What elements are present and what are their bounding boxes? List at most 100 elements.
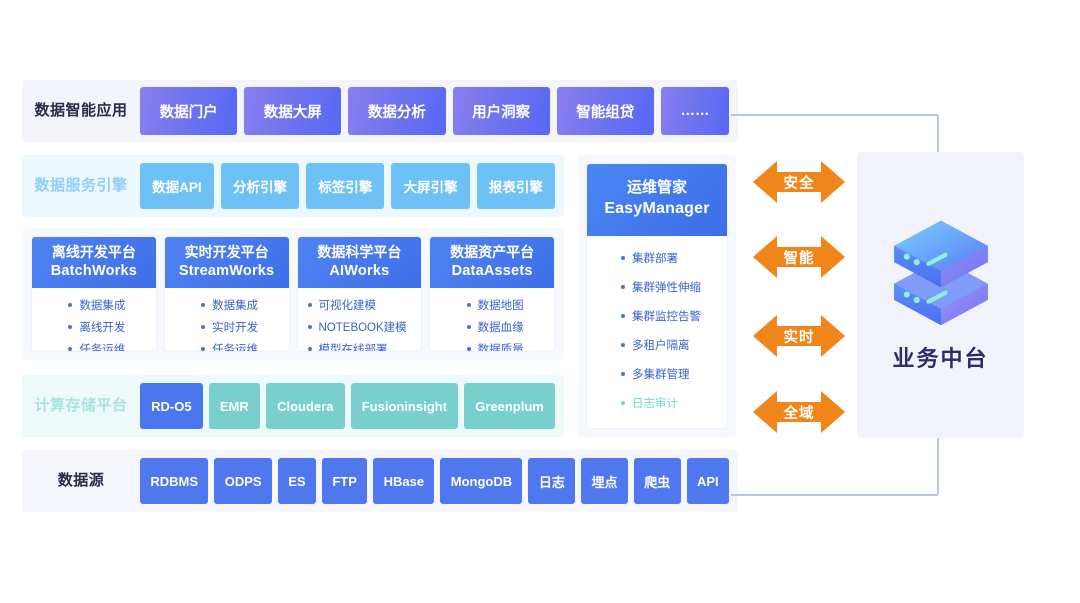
app-tile-3[interactable]: 用户洞察	[452, 87, 550, 135]
row-compute-storage-platform: 计算存储平台 RD-O5 EMR Cloudera Fusioninsight …	[22, 375, 564, 437]
platform-title-en: BatchWorks	[50, 262, 138, 279]
feature-label: 数据血缘	[477, 322, 524, 335]
source-tile-6[interactable]: 日志	[528, 458, 576, 504]
service-tile-0[interactable]: 数据API	[140, 163, 214, 209]
platform-feature-list: 数据集成 离线开发 任务运维	[32, 288, 156, 351]
app-tile-2[interactable]: 数据分析	[348, 87, 446, 135]
row-label-apps: 数据智能应用	[34, 102, 128, 119]
source-tile-2[interactable]: ES	[277, 458, 316, 504]
platform-card-dataassets[interactable]: 数据资产平台 DataAssets 数据地图 数据血缘 数据质量	[430, 237, 554, 351]
feature-label: 多租户隔离	[632, 339, 690, 352]
bullet-dot-icon	[307, 303, 312, 308]
platform-card-streamworks[interactable]: 实时开发平台 StreamWorks 数据集成 实时开发 任务运维	[164, 237, 289, 351]
compute-tile-1[interactable]: EMR	[208, 383, 260, 429]
platform-feature-item: 数据地图	[466, 297, 524, 313]
platform-title-cn: 实时开发平台	[184, 244, 269, 260]
bullet-dot-icon	[466, 303, 471, 308]
arrow-label: 安全	[783, 175, 815, 192]
platform-feature-item: 任务运维	[201, 341, 258, 351]
feature-label: NOTEBOOK建模	[318, 322, 407, 335]
source-tile-0[interactable]: RDBMS	[140, 458, 209, 504]
feature-label: 实时开发	[212, 322, 259, 335]
easymanager-feature-item: 日志审计	[621, 395, 727, 411]
server-stack-icon	[893, 220, 988, 326]
easymanager-feature-item: 集群部署	[621, 250, 727, 266]
platform-feature-item: 数据集成	[201, 297, 258, 313]
source-tile-3[interactable]: FTP	[321, 458, 368, 504]
service-tile-2[interactable]: 标签引擎	[306, 163, 385, 209]
platform-feature-list: 数据地图 数据血缘 数据质量	[430, 288, 554, 351]
arrow-realtime: 实时	[753, 313, 845, 359]
business-middle-platform-title: 业务中台	[892, 346, 989, 371]
source-tile-9[interactable]: API	[686, 458, 730, 504]
compute-tile-0[interactable]: RD-O5	[140, 383, 203, 429]
compute-tile-4[interactable]: Greenplum	[464, 383, 556, 429]
platform-title-en: StreamWorks	[178, 262, 275, 279]
platform-card-aiworks[interactable]: 数据科学平台 AIWorks 可视化建模 NOTEBOOK建模 模型在线部署	[297, 237, 422, 351]
platform-feature-list: 数据集成 实时开发 任务运维	[165, 288, 289, 351]
app-tile-0[interactable]: 数据门户	[140, 87, 238, 135]
business-middle-platform-panel[interactable]: 业务中台	[857, 152, 1024, 438]
arrow-label: 智能	[783, 250, 815, 267]
easymanager-title-cn: 运维管家	[626, 179, 687, 196]
platform-card-header: 数据科学平台 AIWorks	[297, 237, 422, 289]
feature-label: 集群监控告警	[632, 310, 701, 323]
feature-label: 任务运维	[79, 344, 126, 351]
feature-label: 数据质量	[477, 344, 524, 351]
compute-tile-group: RD-O5 EMR Cloudera Fusioninsight Greenpl…	[140, 375, 564, 437]
source-tile-1[interactable]: ODPS	[214, 458, 272, 504]
row-data-service-engine: 数据服务引擎 数据API 分析引擎 标签引擎 大屏引擎 报表引擎	[22, 155, 564, 217]
platform-card-header: 实时开发平台 StreamWorks	[164, 237, 289, 289]
easymanager-feature-list: 集群部署 集群弹性伸缩 集群监控告警 多租户隔离 多集群管理 日志审计	[587, 236, 727, 428]
source-tile-4[interactable]: HBase	[373, 458, 435, 504]
compute-tile-3[interactable]: Fusioninsight	[350, 383, 459, 429]
row-data-sources: 数据源 RDBMS ODPS ES FTP HBase MongoDB 日志 埋…	[22, 450, 738, 512]
bullet-dot-icon	[201, 303, 206, 308]
app-tile-1[interactable]: 数据大屏	[244, 87, 342, 135]
compute-tile-2[interactable]: Cloudera	[265, 383, 345, 429]
platform-title-cn: 离线开发平台	[51, 244, 136, 260]
platform-title-cn: 数据科学平台	[317, 244, 402, 260]
row-data-intelligent-applications: 数据智能应用 数据门户 数据大屏 数据分析 用户洞察 智能组贷 ……	[22, 80, 738, 142]
bullet-dot-icon	[621, 342, 625, 347]
feature-label: 多集群管理	[632, 368, 690, 381]
platform-card-group: 离线开发平台 BatchWorks 数据集成 离线开发 任务运维 实时开发平台 …	[22, 228, 564, 360]
platform-feature-item: 可视化建模	[307, 297, 377, 313]
platform-feature-list: 可视化建模 NOTEBOOK建模 模型在线部署	[298, 288, 422, 351]
bullet-dot-icon	[201, 325, 206, 330]
platform-card-batchworks[interactable]: 离线开发平台 BatchWorks 数据集成 离线开发 任务运维	[32, 237, 156, 351]
source-tile-8[interactable]: 爬虫	[633, 458, 681, 504]
app-tile-5-ellipsis[interactable]: ……	[660, 87, 730, 135]
service-tile-1[interactable]: 分析引擎	[220, 163, 300, 209]
row-label-compute: 计算存储平台	[34, 397, 128, 414]
bullet-dot-icon	[201, 347, 206, 351]
feature-label: 可视化建模	[318, 300, 377, 313]
service-tile-4[interactable]: 报表引擎	[476, 163, 555, 209]
platform-title-en: DataAssets	[451, 262, 533, 279]
bullet-dot-icon	[307, 347, 312, 351]
platform-card-header: 离线开发平台 BatchWorks	[32, 237, 156, 289]
bullet-dot-icon	[621, 400, 625, 405]
easymanager-title-en: EasyManager	[604, 199, 710, 217]
service-tile-3[interactable]: 大屏引擎	[391, 163, 470, 209]
arrow-intelligent: 智能	[753, 234, 845, 280]
feature-label: 数据集成	[79, 300, 126, 313]
easymanager-feature-item: 多集群管理	[621, 366, 727, 382]
feature-label: 模型在线部署	[318, 344, 388, 351]
bullet-dot-icon	[621, 371, 625, 376]
bullet-dot-icon	[68, 303, 73, 308]
platform-feature-item: 数据集成	[68, 297, 125, 313]
platform-title-cn: 数据资产平台	[450, 244, 535, 260]
app-tile-4[interactable]: 智能组贷	[556, 87, 654, 135]
source-tile-7[interactable]: 埋点	[581, 458, 628, 504]
platform-feature-item: 离线开发	[68, 319, 125, 335]
arrow-security: 安全	[753, 159, 845, 205]
easymanager-feature-item: 集群弹性伸缩	[621, 279, 727, 295]
easymanager-panel[interactable]: 运维管家 EasyManager 集群部署 集群弹性伸缩 集群监控告警 多租户隔…	[578, 155, 736, 437]
service-tile-group: 数据API 分析引擎 标签引擎 大屏引擎 报表引擎	[140, 155, 564, 217]
platform-title-en: AIWorks	[329, 262, 390, 279]
bullet-dot-icon	[466, 347, 471, 351]
row-label-service: 数据服务引擎	[34, 177, 128, 194]
source-tile-5[interactable]: MongoDB	[440, 458, 523, 504]
platform-card-header: 数据资产平台 DataAssets	[430, 237, 554, 289]
